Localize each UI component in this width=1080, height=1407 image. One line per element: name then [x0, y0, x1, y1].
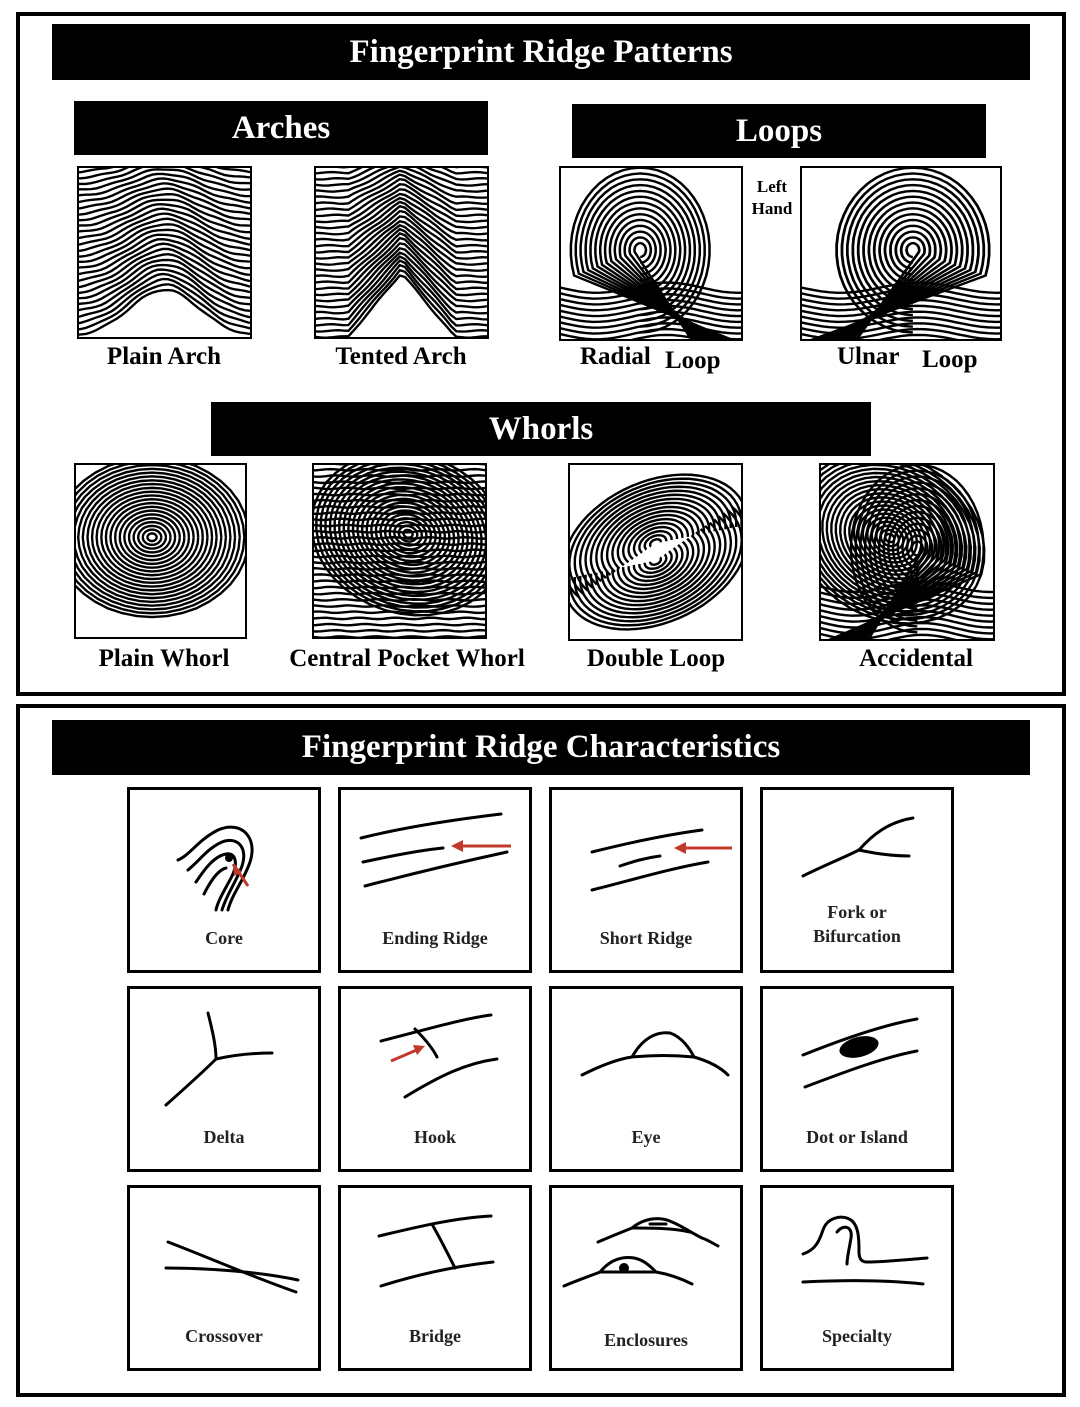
radial-loop-caption-a: Radial — [580, 343, 651, 370]
ulnar-loop-caption-a: Ulnar — [837, 343, 900, 370]
dot-island-cell: Dot or Island — [760, 986, 954, 1172]
double-loop-image — [570, 473, 741, 631]
plain-whorl-print — [74, 463, 247, 639]
plain-arch-print — [77, 166, 252, 339]
bridge-label: Bridge — [409, 1326, 461, 1346]
central-pocket-whorl-image — [314, 465, 485, 637]
core-label: Core — [205, 928, 243, 948]
delta-icon — [164, 1011, 274, 1107]
left-hand-note: Left Hand — [744, 176, 800, 220]
plain-arch-image — [79, 168, 250, 336]
hook-icon — [379, 1013, 499, 1099]
dot-island-icon — [801, 1017, 919, 1089]
delta-label: Delta — [203, 1127, 245, 1147]
tented-arch-image — [316, 168, 487, 337]
bridge-cell: Bridge — [338, 1185, 532, 1371]
enclosure-label: Enclosures — [604, 1330, 688, 1350]
crossover-cell: Crossover — [127, 1185, 321, 1371]
hook-label: Hook — [413, 1127, 456, 1147]
bifurcation-icon — [801, 816, 915, 878]
enclosure-icon — [562, 1217, 720, 1288]
ridge-patterns-panel — [16, 12, 1066, 696]
left-hand-note-line1: Left — [756, 177, 788, 196]
whorls-heading: Whorls — [211, 402, 871, 456]
central-pocket-whorl-caption: Central Pocket Whorl — [289, 645, 525, 672]
left-hand-note-line2: Hand — [751, 199, 793, 218]
eye-icon — [580, 1031, 730, 1077]
ending-ridge-label: Ending Ridge — [382, 928, 488, 948]
enclosure-cell: Enclosures — [549, 1185, 743, 1371]
core-cell: Core — [127, 787, 321, 973]
delta-cell: Delta — [127, 986, 321, 1172]
bifurcation-label: Fork or Bifurcation — [813, 902, 901, 946]
ending-ridge-icon — [359, 812, 511, 888]
accidental-print — [819, 463, 995, 641]
arches-heading: Arches — [74, 101, 488, 155]
specialty-icon — [801, 1215, 929, 1286]
dot-island-label: Dot or Island — [806, 1127, 908, 1147]
crossover-label: Crossover — [185, 1326, 263, 1346]
double-loop-caption: Double Loop — [586, 645, 726, 672]
ridge-characteristics-title: Fingerprint Ridge Characteristics — [52, 720, 1030, 775]
short-ridge-cell: Short Ridge — [549, 787, 743, 973]
core-icon — [176, 825, 254, 912]
ulnar-loop-print — [800, 166, 1002, 341]
eye-cell: Eye — [549, 986, 743, 1172]
crossover-icon — [164, 1240, 300, 1294]
tented-arch-caption: Tented Arch — [335, 343, 467, 370]
accidental-image — [821, 465, 993, 639]
ridge-patterns-title: Fingerprint Ridge Patterns — [52, 24, 1030, 80]
hook-cell: Hook — [338, 986, 532, 1172]
eye-label: Eye — [631, 1127, 661, 1147]
bifurcation-cell: Fork or Bifurcation — [760, 787, 954, 973]
loops-heading: Loops — [572, 104, 986, 158]
radial-loop-image — [561, 168, 741, 339]
plain-whorl-image — [76, 465, 245, 619]
central-pocket-whorl-print — [312, 463, 487, 639]
accidental-caption: Accidental — [859, 645, 973, 672]
radial-loop-print — [559, 166, 743, 341]
bridge-icon — [377, 1214, 495, 1288]
short-ridge-label: Short Ridge — [599, 928, 693, 948]
specialty-label: Specialty — [822, 1326, 892, 1346]
ulnar-loop-caption-b: Loop — [922, 346, 978, 373]
short-ridge-icon — [590, 828, 732, 892]
specialty-cell: Specialty — [760, 1185, 954, 1371]
ulnar-loop-image — [802, 168, 1000, 339]
ridge-characteristics-panel — [16, 704, 1066, 1397]
plain-arch-caption: Plain Arch — [106, 343, 222, 370]
plain-whorl-caption: Plain Whorl — [98, 645, 230, 672]
tented-arch-print — [314, 166, 489, 339]
double-loop-print — [568, 463, 743, 641]
radial-loop-caption-b: Loop — [665, 347, 721, 374]
ending-ridge-cell: Ending Ridge — [338, 787, 532, 973]
